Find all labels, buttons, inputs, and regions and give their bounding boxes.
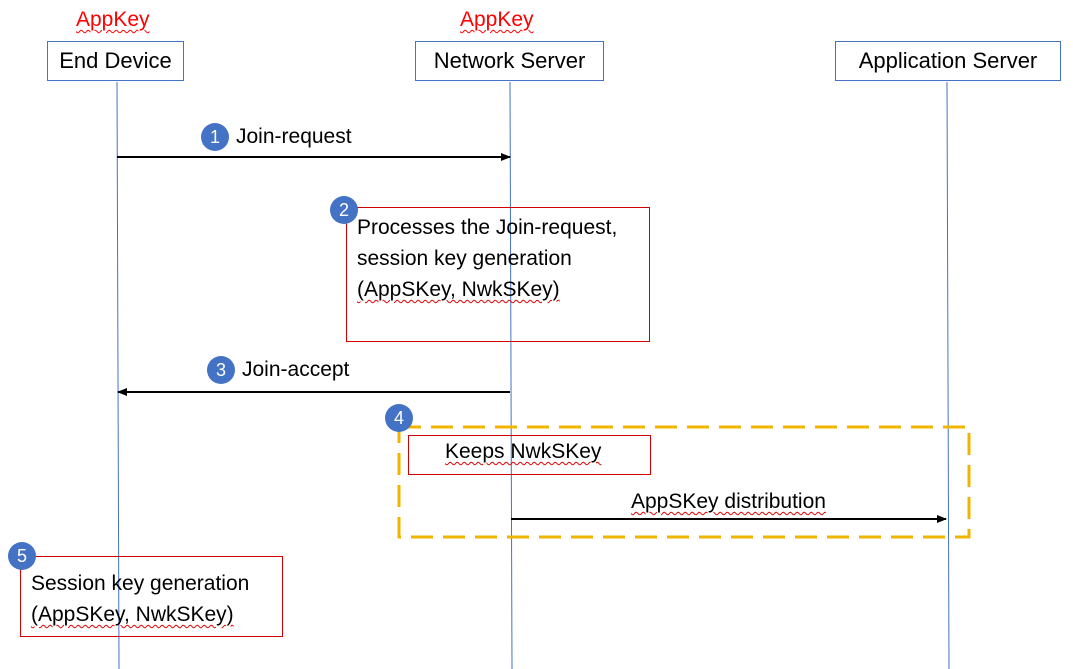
end-device-appkey-label: AppKey xyxy=(76,8,150,31)
end-device-lifeline xyxy=(116,81,120,669)
end-device-actor-label: End Device xyxy=(59,48,172,73)
network-server-actor-label: Network Server xyxy=(433,48,586,73)
step3-badge: 3 xyxy=(207,356,235,384)
network-server-appkey-label: AppKey xyxy=(460,8,534,31)
appskey-distribution-label: AppSKey distribution xyxy=(631,490,826,513)
join-request-label: Join-request xyxy=(236,125,352,148)
join-accept-label: Join-accept xyxy=(242,358,350,381)
end-device-actor: End Device xyxy=(47,41,184,81)
step2-line2: session key generation xyxy=(357,247,572,270)
application-server-actor-label: Application Server xyxy=(858,48,1038,73)
keeps-nwkskey-box xyxy=(408,435,651,475)
step5-note-box xyxy=(20,556,283,637)
step1-badge: 1 xyxy=(201,123,229,151)
network-server-actor: Network Server xyxy=(415,41,604,81)
application-server-lifeline xyxy=(946,81,950,669)
keeps-nwkskey-label: Keeps NwkSKey xyxy=(445,440,602,463)
step5-badge: 5 xyxy=(8,542,36,570)
step4-group-box xyxy=(397,425,971,539)
step2-line3: (AppSKey, NwkSKey) xyxy=(357,278,560,301)
step2-line1: Processes the Join-request, xyxy=(357,216,618,239)
step2-badge: 2 xyxy=(330,196,358,224)
step5-line1: Session key generation xyxy=(31,572,250,595)
step4-badge: 4 xyxy=(385,404,413,432)
network-server-lifeline xyxy=(509,81,513,669)
step2-note-box xyxy=(346,207,650,342)
application-server-actor: Application Server xyxy=(835,41,1061,81)
step5-line2: (AppSKey, NwkSKey) xyxy=(31,603,234,626)
